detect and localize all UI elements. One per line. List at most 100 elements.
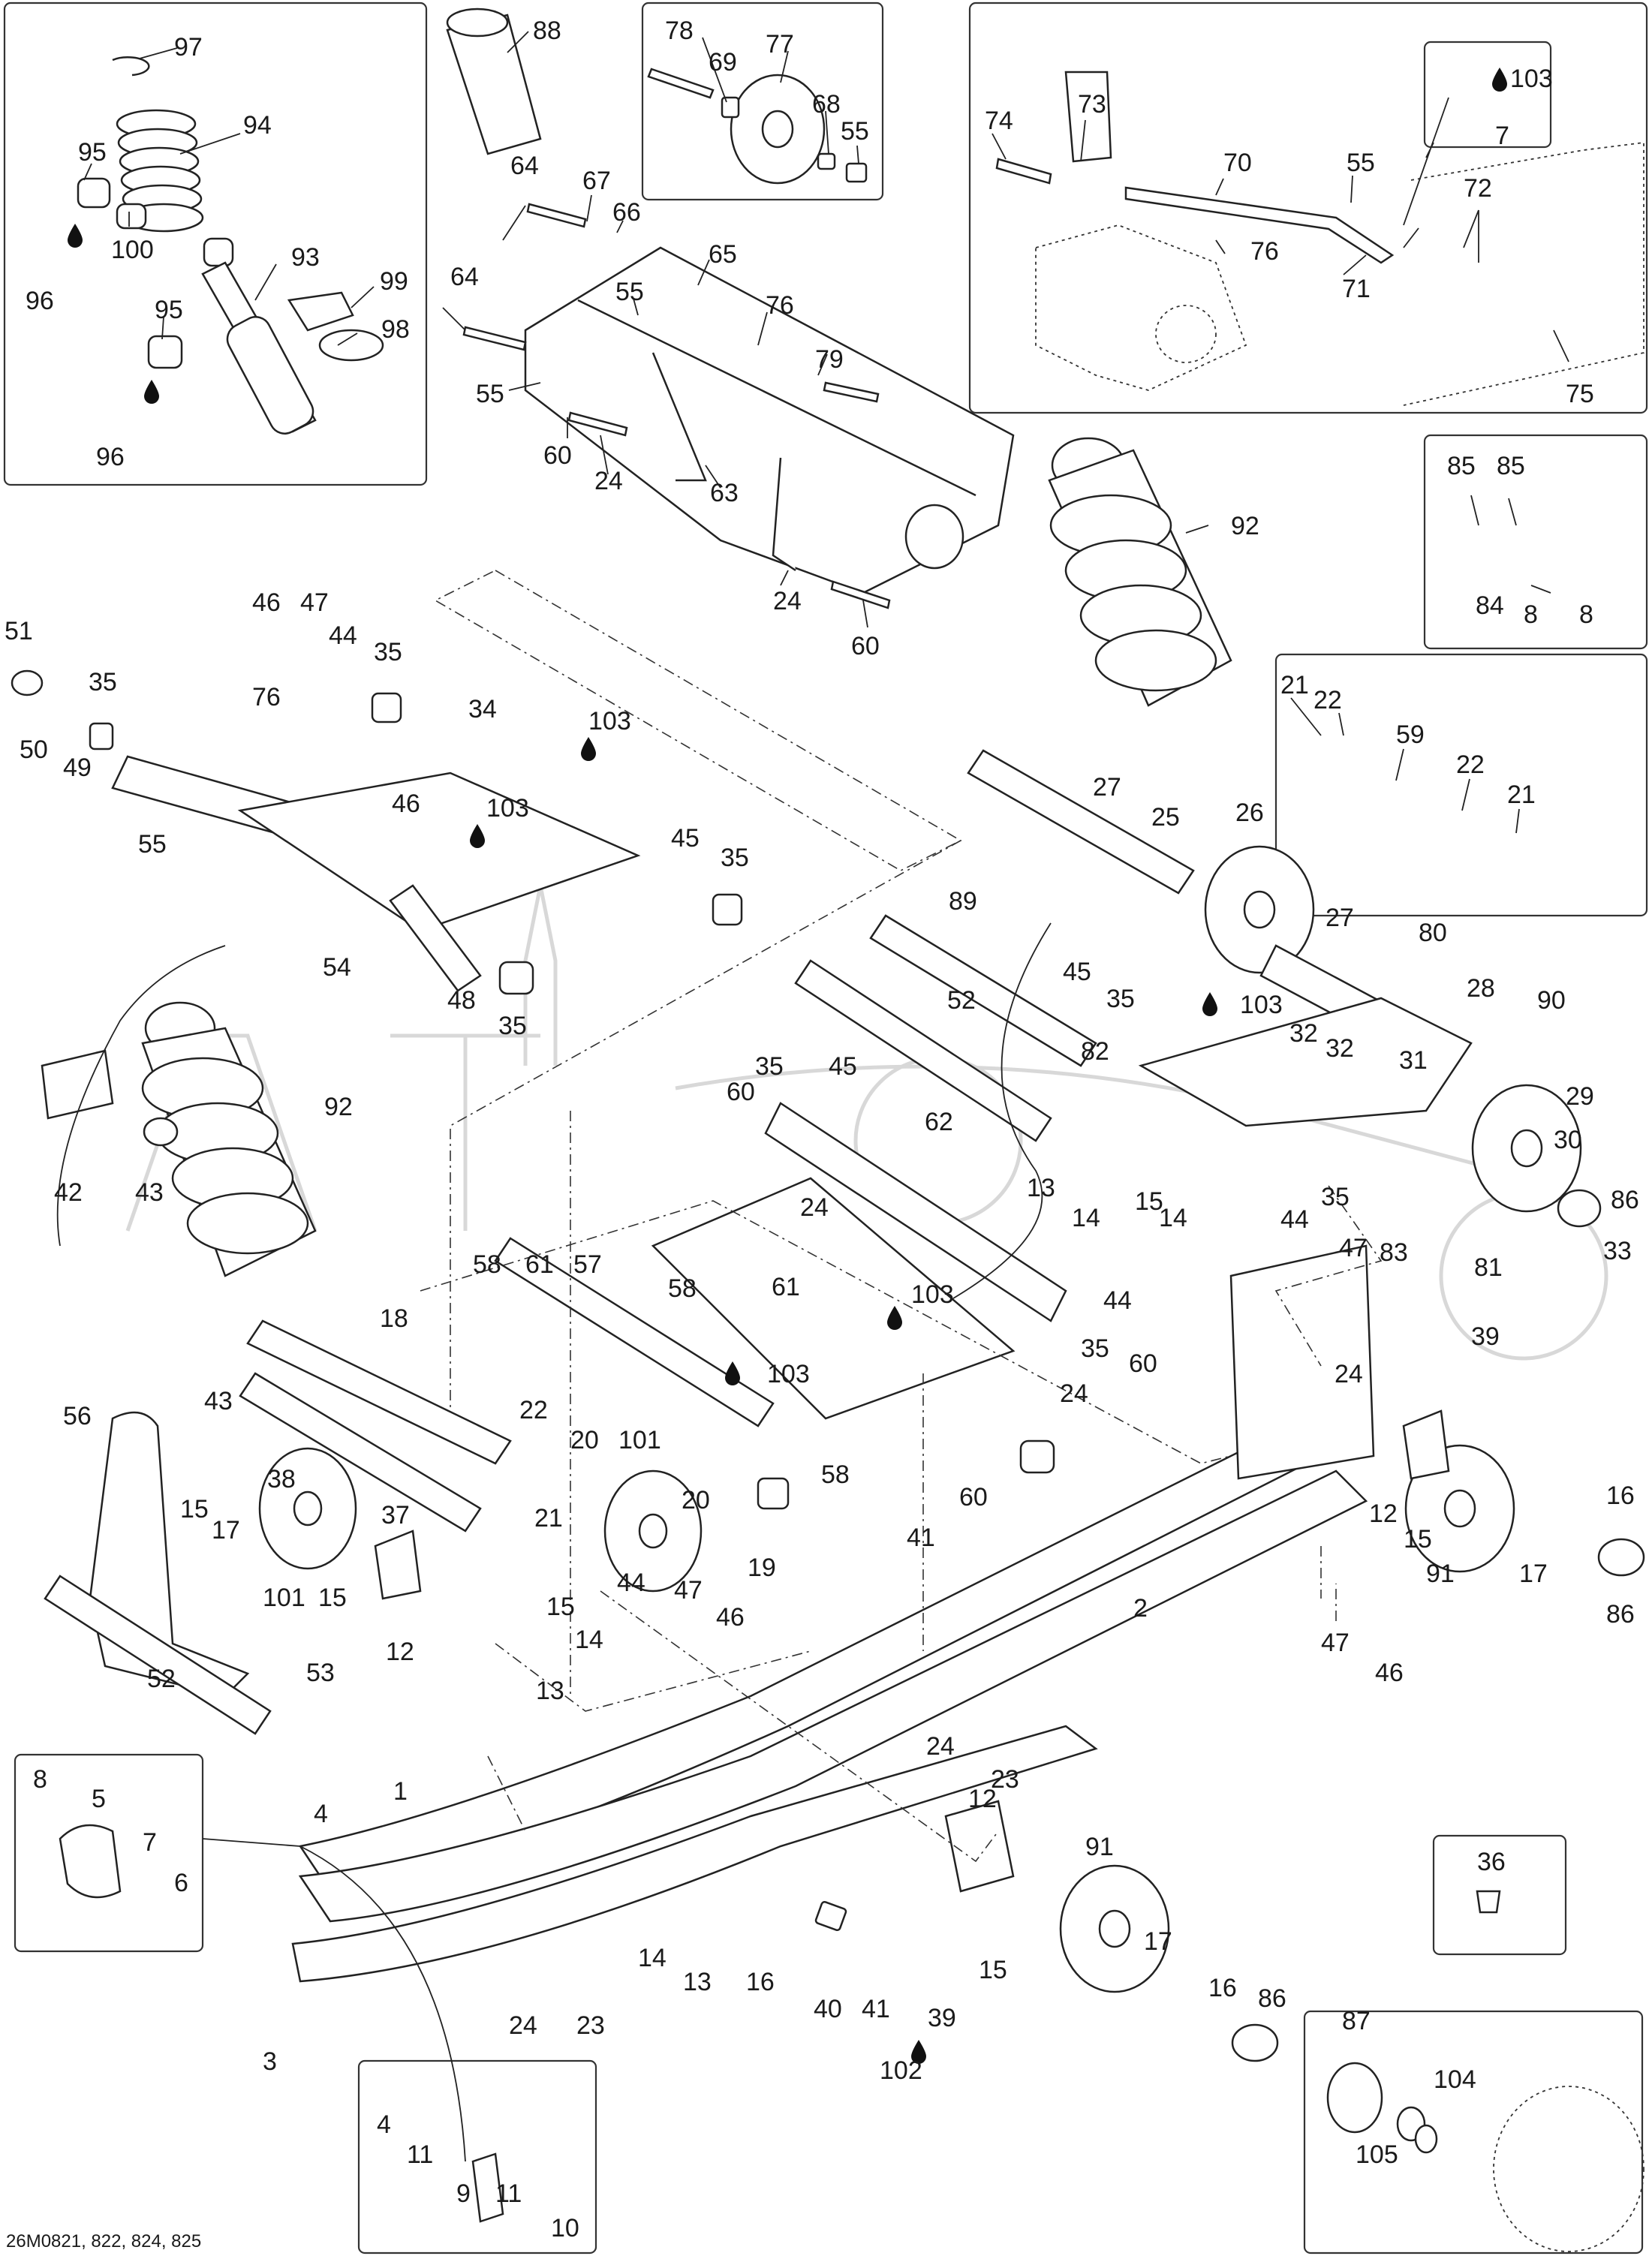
callout-label: 73	[1078, 90, 1106, 119]
callout-label: 22	[1456, 750, 1485, 779]
callout-label: 12	[968, 1785, 997, 1813]
callout-label: 12	[1369, 1499, 1398, 1528]
callout-label: 40	[814, 1995, 842, 2023]
callout-label: 6	[174, 1869, 188, 1897]
oil-drop-icon	[1202, 992, 1217, 1016]
callout-label: 15	[180, 1495, 209, 1524]
callout-label: 55	[476, 380, 504, 408]
callout-label: 17	[1519, 1560, 1548, 1588]
callout-label: 61	[772, 1273, 800, 1301]
callout-label: 24	[773, 587, 802, 615]
callout-label: 59	[1396, 720, 1425, 749]
callout-label: 44	[1280, 1205, 1309, 1234]
callout-label: 43	[135, 1178, 164, 1207]
callout-label: 7	[143, 1828, 157, 1857]
callout-label: 86	[1611, 1186, 1639, 1214]
callout-labels: 97 88 78 77 69 68 55 94 95 100 96 93 99 …	[5, 17, 1639, 2251]
callout-label: 62	[925, 1108, 953, 1136]
callout-label: 91	[1426, 1560, 1455, 1588]
callout-label: 1	[393, 1777, 408, 1806]
callout-label: 76	[252, 683, 281, 711]
callout-label: 39	[1471, 1322, 1500, 1351]
callout-label: 82	[1081, 1037, 1109, 1066]
callout-label: 38	[267, 1465, 296, 1493]
assembly-lines	[56, 570, 1383, 2162]
callout-label: 79	[815, 345, 844, 374]
callout-label: 16	[1606, 1481, 1635, 1510]
callout-label: 76	[1250, 237, 1279, 266]
callout-label: 8	[1579, 600, 1593, 629]
callout-label: 52	[147, 1665, 176, 1693]
oil-drop-icons	[68, 68, 1507, 2064]
callout-label: 63	[710, 479, 739, 507]
callout-label: 57	[573, 1250, 602, 1279]
callout-label: 43	[204, 1387, 233, 1415]
callout-label: 33	[1603, 1237, 1632, 1265]
callout-label: 96	[96, 443, 125, 471]
callout-label: 103	[1510, 65, 1553, 93]
callout-label: 21	[1280, 671, 1309, 699]
callout-label: 60	[727, 1078, 755, 1106]
callout-label: 29	[1566, 1082, 1594, 1111]
callout-label: 47	[300, 588, 329, 617]
callout-label: 16	[1208, 1974, 1237, 2002]
callout-label: 54	[323, 953, 351, 982]
callout-label: 85	[1497, 452, 1525, 480]
callout-label: 44	[1103, 1286, 1132, 1315]
callout-label: 11	[495, 2179, 522, 2208]
callout-label: 105	[1356, 2140, 1398, 2169]
callout-label: 55	[138, 830, 167, 859]
callout-label: 75	[1566, 380, 1594, 408]
callout-label: 46	[392, 790, 420, 818]
callout-label: 23	[991, 1765, 1019, 1794]
callout-label: 72	[1464, 174, 1492, 203]
callout-label: 64	[510, 152, 539, 180]
callout-label: 30	[1554, 1126, 1582, 1154]
callout-label: 8	[1524, 600, 1538, 629]
callout-label: 91	[1085, 1833, 1114, 1861]
callout-label: 42	[54, 1178, 83, 1207]
callout-label: 92	[1231, 512, 1259, 540]
callout-label: 21	[534, 1504, 563, 1533]
callout-label: 3	[263, 2047, 277, 2076]
callout-label: 58	[668, 1274, 697, 1303]
callout-label: 15	[1404, 1525, 1432, 1554]
oil-drop-icon	[581, 737, 596, 761]
callout-label: 68	[812, 90, 841, 119]
callout-label: 103	[911, 1280, 954, 1309]
callout-label: 41	[862, 1995, 890, 2023]
callout-label: 17	[1144, 1927, 1172, 1956]
callout-label: 100	[111, 236, 154, 264]
callout-label: 16	[746, 1968, 775, 1996]
callout-label: 24	[509, 2011, 537, 2040]
callout-label: 31	[1399, 1046, 1428, 1075]
callout-label: 24	[800, 1193, 829, 1222]
callout-label: 86	[1258, 1984, 1286, 2013]
callout-label: 52	[947, 986, 976, 1015]
callout-label: 86	[1606, 1600, 1635, 1629]
callout-label: 101	[263, 1584, 305, 1612]
callout-label: 95	[78, 138, 107, 167]
callout-label: 46	[716, 1603, 745, 1632]
callout-label: 71	[1342, 275, 1371, 303]
callout-label: 13	[1027, 1174, 1055, 1202]
callout-label: 64	[450, 263, 479, 291]
callout-label: 24	[1335, 1360, 1363, 1388]
callout-label: 99	[380, 267, 408, 296]
callout-label: 60	[1129, 1349, 1157, 1378]
callout-label: 81	[1474, 1253, 1503, 1282]
callout-label: 49	[63, 754, 92, 782]
oil-drop-icon	[725, 1361, 740, 1385]
callout-label: 103	[1240, 991, 1283, 1019]
callout-label: 18	[380, 1304, 408, 1333]
callout-label: 67	[582, 167, 611, 195]
callout-label: 15	[546, 1593, 575, 1621]
callout-label: 77	[766, 30, 794, 59]
callout-label: 84	[1476, 591, 1504, 620]
oil-drop-icon	[911, 2040, 926, 2064]
callout-label: 24	[1060, 1379, 1088, 1408]
callout-label: 101	[618, 1426, 661, 1454]
callout-label: 14	[1159, 1204, 1187, 1232]
callout-label: 4	[377, 2110, 391, 2139]
